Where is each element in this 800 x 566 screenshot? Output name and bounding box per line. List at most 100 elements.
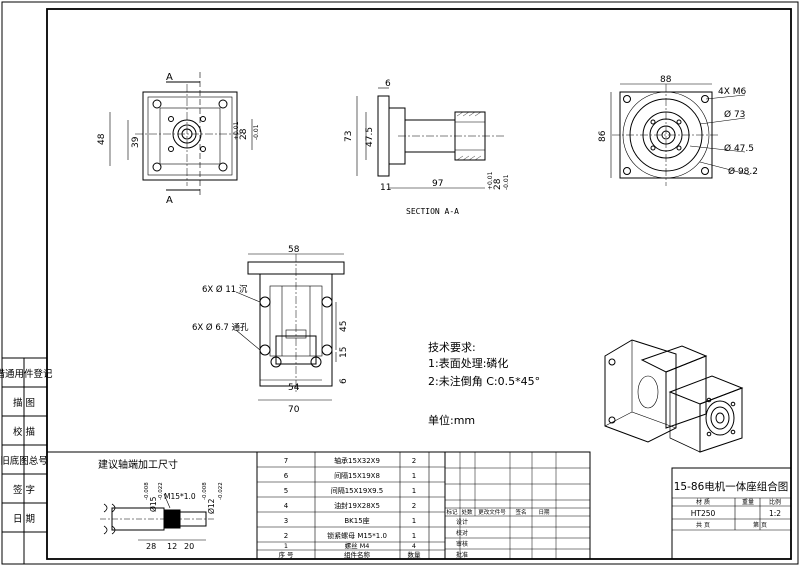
bottom-holes-upper: 6X Ø 11 沉 <box>202 284 248 295</box>
title-block <box>671 467 792 560</box>
parts-header-qty: 数量 <box>408 550 422 559</box>
section-dim-bore: 47.5 <box>365 127 375 147</box>
flange-dia-mid: Ø 47.5 <box>724 143 754 154</box>
revision-block <box>444 451 591 560</box>
flange-view <box>610 83 751 186</box>
role-2: 审核 <box>456 540 468 548</box>
bottom-holes-lower: 6X Ø 6.7 通孔 <box>192 322 249 333</box>
role-3: 批准 <box>456 551 468 559</box>
section-dim-flange: 6 <box>385 79 391 89</box>
shaft-dia-tol-upper: -0.008 <box>144 482 150 500</box>
shaft-thread: M15*1.0 <box>164 492 196 501</box>
bottom-dim-top: 58 <box>288 245 300 255</box>
flange-holes: 4X M6 <box>718 87 747 97</box>
scale-value: 1:2 <box>769 509 781 518</box>
parts-row-4-qty: 1 <box>412 517 416 525</box>
title-text: 15-86电机一体座组合图 <box>674 480 789 493</box>
section-tol-lower: -0.01 <box>503 174 510 190</box>
rev-header-3: 签名 <box>515 508 526 516</box>
section-dim-base: 11 <box>380 183 391 193</box>
parts-row-0-qty: 2 <box>412 457 416 465</box>
section-mark-top: A <box>166 72 173 83</box>
parts-row-3-no: 4 <box>284 502 289 510</box>
strip-label-2: 校 描 <box>13 426 36 438</box>
shaft-detail-drawing <box>100 493 214 541</box>
flange-dia-outer: Ø 98.2 <box>728 166 758 177</box>
parts-row-3-name: 油封19X28X5 <box>334 501 380 510</box>
strip-label-1: 描 图 <box>13 397 35 409</box>
parts-list-rows: 7 轴承15X32X9 2 6 间隔15X19X8 1 5 间隔15X19X9.… <box>278 456 421 559</box>
parts-row-5-no: 2 <box>284 532 288 540</box>
shaft-dia: Ø15 <box>149 496 158 512</box>
section-view <box>356 87 505 189</box>
parts-row-0-name: 轴承15X32X9 <box>334 456 380 465</box>
strip-label-5: 日 期 <box>13 514 35 525</box>
parts-row-1-qty: 1 <box>412 472 416 480</box>
strip-label-3: 旧底图总号 <box>0 455 48 467</box>
bottom-dim-15: 15 <box>339 347 349 358</box>
parts-row-4-name: BK15座 <box>344 516 369 525</box>
shaft-end-dia: Ø12 <box>207 498 216 514</box>
shaft-dim-b: 12 <box>167 542 177 551</box>
bottom-dim-70: 70 <box>288 405 300 415</box>
section-dim-length: 97 <box>432 179 443 189</box>
flange-dia-inner: Ø 73 <box>724 109 745 120</box>
parts-row-1-name: 间隔15X19X8 <box>334 471 380 480</box>
section-tol-upper: +0.01 <box>487 171 494 190</box>
bottom-dim-45: 45 <box>339 321 349 332</box>
parts-row-5-name: 锁紧螺母 M15*1.0 <box>327 531 387 540</box>
role-1: 校对 <box>456 529 468 537</box>
section-dim-shaft: 28 <box>493 178 503 190</box>
parts-header-no: 序 号 <box>278 550 294 559</box>
label-material: 材 质 <box>696 498 710 506</box>
role-0: 设计 <box>456 518 468 526</box>
left-strip <box>2 357 47 564</box>
notes-unit: 单位:mm <box>428 413 475 427</box>
rev-header-4: 日期 <box>538 509 550 516</box>
shaft-dim-c: 20 <box>184 542 194 551</box>
flange-dim-height: 86 <box>598 130 608 142</box>
label-scale: 比例 <box>769 498 781 506</box>
shaft-detail-title: 建议轴端加工尺寸 <box>98 458 178 471</box>
section-mark-bottom: A <box>166 195 173 206</box>
shaft-end-tol-lower: -0.022 <box>218 482 224 500</box>
front-dim-height: 48 <box>97 133 107 145</box>
parts-row-4-no: 3 <box>284 517 288 525</box>
shaft-dia-tol-lower: -0.022 <box>158 482 164 500</box>
parts-header-name: 组件名称 <box>344 550 371 559</box>
notes-heading: 技术要求: <box>428 341 476 354</box>
parts-row-1-no: 6 <box>284 472 289 480</box>
shaft-dim-a: 28 <box>146 542 156 551</box>
parts-row-2-qty: 1 <box>412 487 416 495</box>
bottom-dim-54: 54 <box>288 383 300 393</box>
flange-dim-width: 88 <box>660 75 672 85</box>
rev-header-1: 处数 <box>461 508 473 516</box>
front-view <box>109 72 253 198</box>
notes-line2: 2:未注倒角 C:0.5*45° <box>428 374 540 388</box>
parts-row-2-no: 5 <box>284 487 288 495</box>
rev-header-0: 标记 <box>446 508 458 516</box>
section-caption: SECTION A-A <box>406 207 459 216</box>
strip-label-0: 借通用件登记 <box>0 368 53 380</box>
label-sheet: 第 页 <box>753 521 767 529</box>
section-dim-height: 73 <box>344 131 354 142</box>
shaft-end-tol-upper: -0.008 <box>202 482 208 500</box>
label-weight: 重量 <box>742 498 754 506</box>
front-dim-shaft: 28 <box>239 128 249 140</box>
notes-line1: 1:表面处理:磷化 <box>428 356 508 370</box>
front-dim-inner: 39 <box>131 136 141 148</box>
material-value: HT250 <box>691 509 716 518</box>
parts-row-2-name: 间隔15X19X9.5 <box>331 486 384 495</box>
parts-row-0-no: 7 <box>284 457 288 465</box>
parts-row-6-name: 螺丝 M4 <box>345 541 370 550</box>
isometric-view <box>604 339 744 453</box>
bottom-view <box>235 253 345 401</box>
parts-row-3-qty: 2 <box>412 502 416 510</box>
rev-header-2: 更改文件号 <box>478 508 506 516</box>
bottom-dim-6: 6 <box>339 378 349 384</box>
parts-row-5-qty: 1 <box>412 532 416 540</box>
parts-row-6-no: 1 <box>284 542 288 550</box>
front-tol-lower: -0.01 <box>253 124 260 140</box>
